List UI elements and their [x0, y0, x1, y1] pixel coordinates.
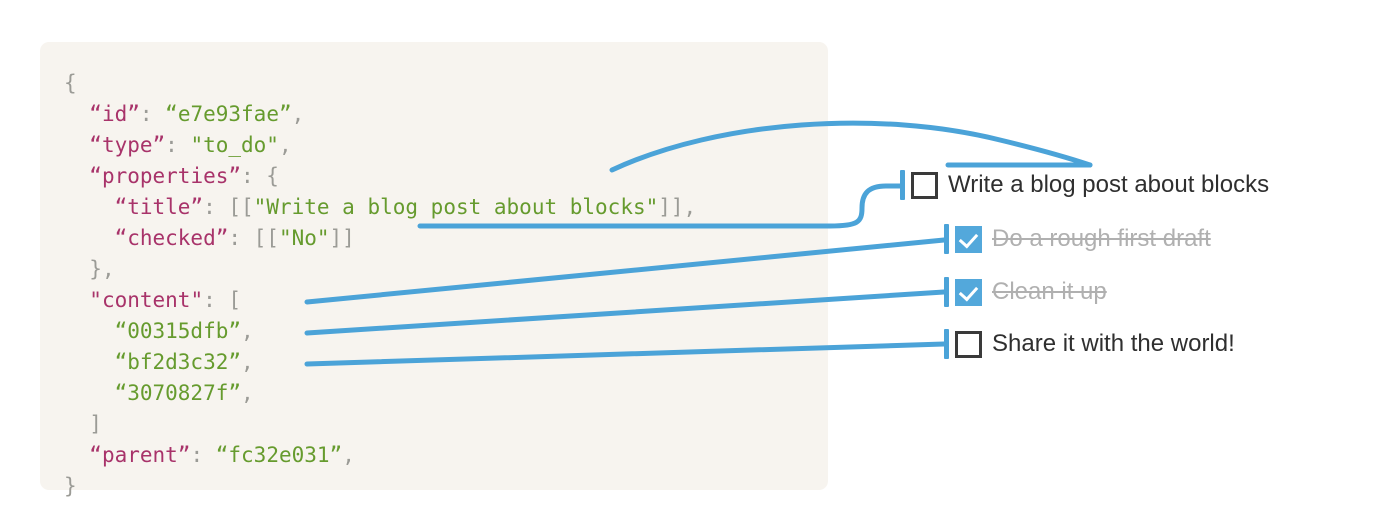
code-token: , [241, 350, 254, 374]
code-line: “id”: “e7e93fae”, [64, 99, 828, 130]
code-token: { [64, 71, 77, 95]
connector-endpoint-tick [944, 329, 949, 359]
todo-row[interactable]: Share it with the world! [944, 327, 1235, 361]
code-line: “3070827f”, [64, 378, 828, 409]
json-code-text: { “id”: “e7e93fae”, “type”: "to_do", “pr… [64, 68, 828, 502]
todo-label: Share it with the world! [992, 330, 1235, 357]
code-token: “e7e93fae” [165, 102, 292, 126]
code-token: : [ [203, 288, 242, 312]
code-token: “checked” [114, 226, 229, 250]
code-token: “type” [89, 133, 166, 157]
code-token: : [139, 102, 166, 126]
code-line: “properties”: { [64, 161, 828, 192]
todo-label: Clean it up [992, 278, 1107, 305]
code-token: : [165, 133, 191, 157]
connector-endpoint-tick [900, 170, 905, 200]
code-line: "content": [ [64, 285, 828, 316]
checkbox-unchecked-icon[interactable] [955, 330, 982, 358]
todo-row[interactable]: Write a blog post about blocks [900, 168, 1269, 202]
code-token: “id” [89, 102, 140, 126]
code-token: , [278, 133, 292, 157]
connector-endpoint-tick [944, 277, 949, 307]
code-token: “00315dfb” [114, 319, 242, 343]
code-token: "content" [89, 288, 204, 312]
todo-row[interactable]: Do a rough first draft [944, 222, 1211, 256]
code-token: “fc32e031” [215, 443, 343, 467]
code-token: “title” [114, 195, 204, 219]
code-token: "to_do" [190, 133, 279, 157]
code-line: ] [64, 409, 828, 440]
code-token: “3070827f” [114, 381, 242, 405]
code-token: “properties” [89, 164, 242, 188]
code-token: : { [241, 164, 279, 188]
code-token: : [[ [228, 226, 279, 250]
code-token: “parent” [89, 443, 191, 467]
code-token: “bf2d3c32” [114, 350, 242, 374]
code-line: “parent”: “fc32e031”, [64, 440, 828, 471]
code-token: , [291, 102, 305, 126]
code-token: }, [89, 257, 115, 281]
code-token: , [342, 443, 355, 467]
checkbox-checked-icon[interactable] [955, 225, 982, 253]
code-token: } [64, 474, 77, 498]
code-line: “type”: "to_do", [64, 130, 828, 161]
code-line: “00315dfb”, [64, 316, 828, 347]
todo-label: Write a blog post about blocks [948, 171, 1270, 198]
code-token: , [241, 319, 254, 343]
code-line: }, [64, 254, 828, 285]
connector-endpoint-tick [944, 224, 949, 254]
code-line: “bf2d3c32”, [64, 347, 828, 378]
todo-row[interactable]: Clean it up [944, 275, 1107, 309]
code-token: , [241, 381, 254, 405]
code-line: } [64, 471, 828, 502]
code-line: { [64, 68, 828, 99]
checkbox-checked-icon[interactable] [955, 278, 982, 306]
todo-label: Do a rough first draft [992, 225, 1211, 252]
code-token: : [190, 443, 216, 467]
code-token: : [[ [203, 195, 254, 219]
code-token: ] [89, 412, 102, 436]
checkbox-unchecked-icon[interactable] [911, 171, 938, 199]
